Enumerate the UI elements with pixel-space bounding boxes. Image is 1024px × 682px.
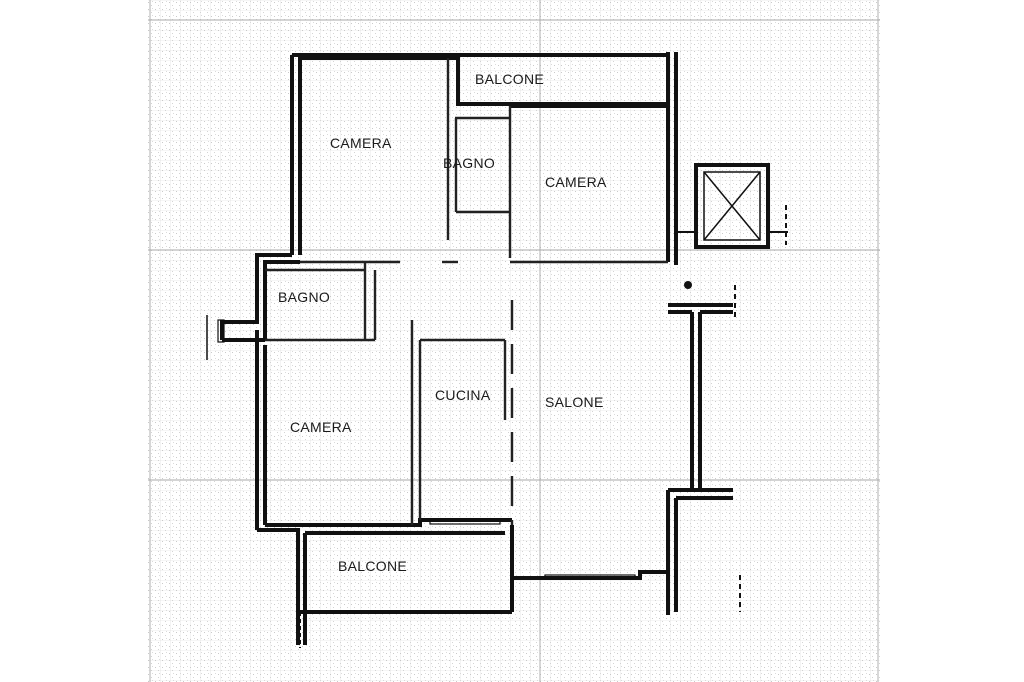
major-grid-lines xyxy=(148,0,880,682)
room-label-balcone-bottom: BALCONE xyxy=(338,558,407,574)
window-marks xyxy=(217,54,636,580)
room-label-bagno-left: BAGNO xyxy=(278,289,330,305)
room-label-balcone-top: BALCONE xyxy=(475,71,544,87)
stair-marker xyxy=(684,281,692,289)
room-label-camera-bottom-left: CAMERA xyxy=(290,419,352,435)
room-label-camera-top-left: CAMERA xyxy=(330,135,392,151)
room-label-cucina: CUCINA xyxy=(435,387,491,403)
exterior-walls xyxy=(220,52,733,645)
room-label-bagno-top: BAGNO xyxy=(443,155,495,171)
room-label-salone: SALONE xyxy=(545,394,604,410)
room-label-camera-top-right: CAMERA xyxy=(545,174,607,190)
interior-walls xyxy=(265,58,668,525)
elevator-shaft-icon xyxy=(676,163,788,249)
